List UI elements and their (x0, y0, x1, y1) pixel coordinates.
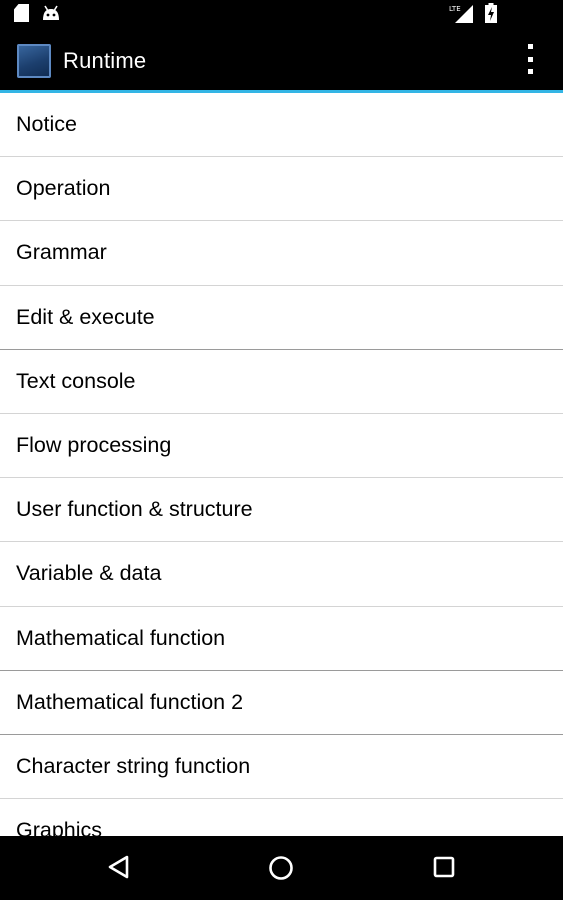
list-item-label: Character string function (16, 753, 251, 778)
overflow-dot (527, 56, 533, 62)
list-item-label: Edit & execute (16, 304, 155, 329)
list-item-label: Grammar (16, 240, 107, 265)
recents-icon[interactable] (431, 854, 457, 885)
list-item-mathematical-function-2[interactable]: Mathematical function 2 (0, 671, 563, 735)
list-item-label: User function & structure (16, 497, 253, 522)
list-item-text-console[interactable]: Text console (0, 350, 563, 414)
list-item-label: Graphics (16, 818, 103, 836)
status-bar: LTE (0, 0, 563, 28)
app-icon[interactable] (17, 44, 51, 78)
list-item-operation[interactable]: Operation (0, 157, 563, 222)
overflow-dot (527, 69, 533, 74)
list-item-user-function-structure[interactable]: User function & structure (0, 478, 563, 543)
status-bar-right: LTE (449, 3, 497, 23)
home-icon[interactable] (266, 854, 296, 887)
overflow-dot (527, 44, 533, 49)
list-item-label: Mathematical function (16, 625, 226, 650)
action-bar-divider (0, 90, 563, 93)
list-item-graphics[interactable]: Graphics (0, 799, 563, 836)
list-item-mathematical-function[interactable]: Mathematical function (0, 607, 563, 671)
list-item-edit-execute[interactable]: Edit & execute (0, 286, 563, 350)
list-item-grammar[interactable]: Grammar (0, 221, 563, 286)
battery-charging-icon (485, 3, 497, 23)
list-item-label: Flow processing (16, 433, 172, 458)
list-item-label: Variable & data (16, 561, 162, 586)
status-bar-left (14, 4, 61, 22)
list-item-notice[interactable]: Notice (0, 93, 563, 158)
svg-text:LTE: LTE (449, 5, 461, 13)
android-icon (41, 4, 61, 22)
list-item-variable-data[interactable]: Variable & data (0, 542, 563, 607)
list-item-character-string-function[interactable]: Character string function (0, 735, 563, 800)
navigation-bar (0, 836, 563, 900)
list-item-label: Operation (16, 176, 111, 201)
list-item-label: Notice (16, 112, 77, 137)
list-item-label: Text console (16, 368, 136, 393)
sd-card-icon (14, 4, 29, 22)
topic-list[interactable]: Notice Operation Grammar Edit & execute … (0, 93, 563, 836)
list-item-flow-processing[interactable]: Flow processing (0, 414, 563, 479)
action-bar: Runtime (0, 28, 563, 90)
app-title: Runtime (63, 48, 147, 73)
back-icon[interactable] (106, 854, 132, 885)
lte-signal-icon: LTE (449, 3, 473, 23)
overflow-menu-icon[interactable] (525, 44, 535, 74)
list-item-label: Mathematical function 2 (16, 689, 244, 714)
